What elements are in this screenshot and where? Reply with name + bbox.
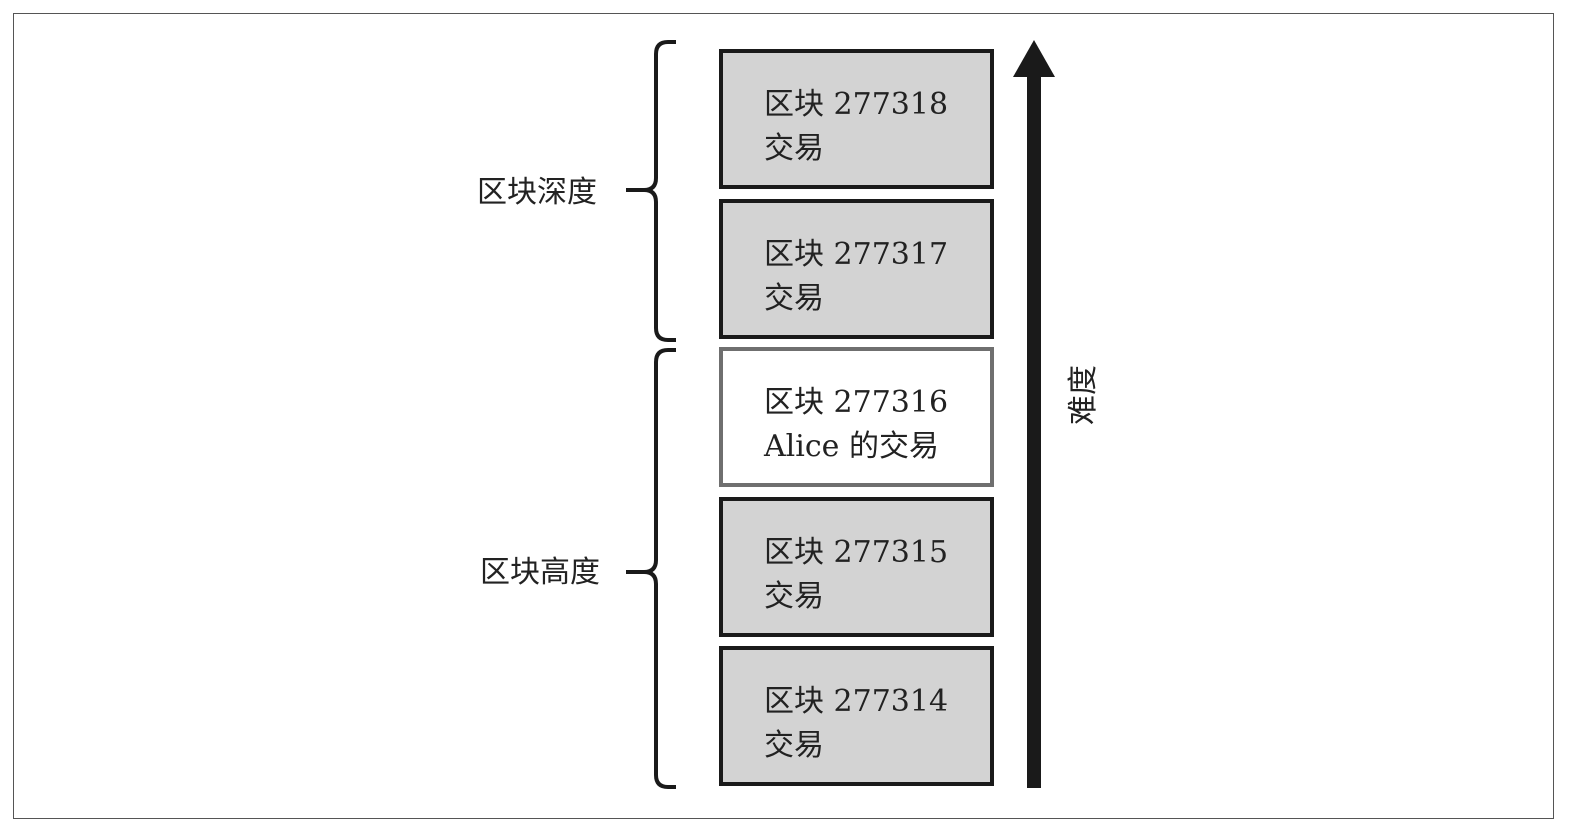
block-title: 区块 277318 [764, 87, 949, 122]
block-title: 区块 277315 [764, 535, 949, 570]
block-277315: 区块 277315 交易 [719, 497, 994, 637]
block-text: 区块 277318 交易 [764, 83, 948, 171]
block-transactions: 交易 [764, 579, 824, 614]
height-bracket [626, 348, 676, 789]
block-transactions: 交易 [764, 131, 824, 166]
block-transactions: 交易 [764, 728, 824, 763]
block-text: 区块 277314 交易 [764, 680, 948, 768]
block-277317: 区块 277317 交易 [719, 199, 994, 339]
depth-bracket [626, 40, 676, 342]
block-277314: 区块 277314 交易 [719, 646, 994, 786]
block-277316: 区块 277316 Alice 的交易 [719, 347, 994, 487]
diagram-frame [13, 13, 1554, 819]
difficulty-label: 难度 [1066, 365, 1101, 425]
block-title: 区块 277314 [764, 684, 949, 719]
difficulty-arrow [1013, 40, 1055, 788]
block-text: 区块 277317 交易 [764, 233, 948, 321]
block-text: 区块 277316 Alice 的交易 [764, 381, 948, 469]
block-text: 区块 277315 交易 [764, 531, 948, 619]
block-transactions: Alice 的交易 [764, 429, 939, 464]
block-277318: 区块 277318 交易 [719, 49, 994, 189]
block-height-label: 区块高度 [480, 555, 600, 590]
block-title: 区块 277316 [764, 385, 949, 420]
block-depth-label: 区块深度 [477, 175, 597, 210]
block-transactions: 交易 [764, 281, 824, 316]
block-title: 区块 277317 [764, 237, 949, 272]
